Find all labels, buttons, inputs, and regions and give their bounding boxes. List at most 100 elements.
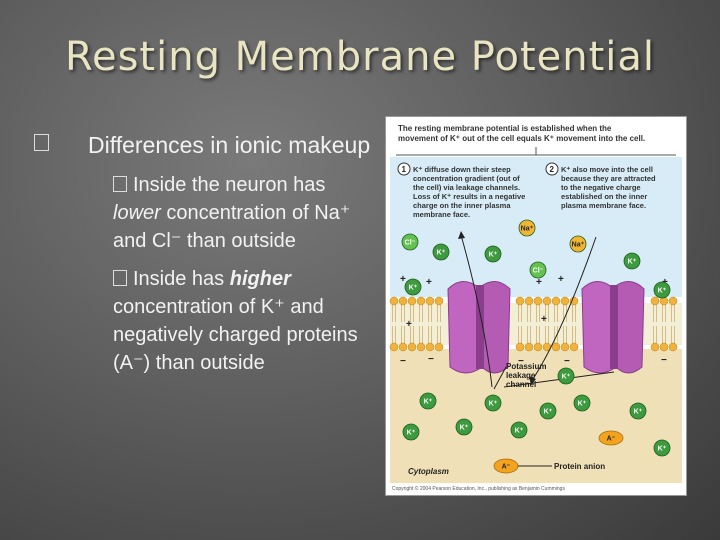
ion-label: K⁺ — [634, 409, 643, 416]
lipid-head — [398, 342, 408, 352]
ion-k: K⁺ — [404, 278, 422, 296]
ion-k: K⁺ — [653, 439, 671, 457]
ion-k: K⁺ — [557, 367, 575, 385]
ion-label: Na⁺ — [521, 226, 534, 233]
ion-k: K⁺ — [510, 421, 528, 439]
step2-number: 2 — [550, 165, 555, 174]
lipid-head — [668, 296, 678, 306]
ion-label: K⁺ — [424, 399, 433, 406]
ion-k: K⁺ — [484, 245, 502, 263]
negative-charge: − — [518, 356, 524, 367]
lipid-head — [560, 342, 570, 352]
figure-header-line1: The resting membrane potential is establ… — [398, 124, 612, 133]
ion-k: K⁺ — [419, 392, 437, 410]
ion-label: Cl⁻ — [533, 268, 544, 275]
sub-bullet-text-rest: concentration of Na⁺ and Cl⁻ than outsid… — [113, 202, 351, 252]
bullet-box-icon — [113, 176, 127, 192]
lipid-head — [515, 296, 525, 306]
lipid-head — [551, 342, 561, 352]
ion-label: K⁺ — [658, 446, 667, 453]
sub-bullet-text: Inside has — [133, 268, 230, 290]
lipid-head — [533, 342, 543, 352]
ion-markers: Cl⁻K⁺K⁺Cl⁻Na⁺Na⁺K⁺K⁺K⁺K⁺K⁺K⁺K⁺K⁺K⁺K⁺K⁺K⁺… — [401, 219, 671, 474]
step2-marker — [545, 162, 559, 176]
lipid-head — [542, 296, 552, 306]
lipid-head — [389, 296, 399, 306]
figure-header-line2: movement of K⁺ out of the cell equals K⁺… — [398, 134, 645, 143]
ion-a: A⁻ — [598, 430, 624, 446]
lipid-tail — [410, 305, 414, 343]
ion-k: K⁺ — [573, 394, 591, 412]
lipid-head — [569, 296, 579, 306]
lipid-head — [425, 342, 435, 352]
lipid-tail — [428, 305, 432, 343]
membrane-diagram: The resting membrane potential is establ… — [389, 124, 682, 492]
positive-charge: + — [558, 274, 564, 285]
step-line: plasma membrane face. — [561, 201, 646, 210]
sub-bullet-text: Inside the neuron has — [133, 174, 326, 196]
ion-label: K⁺ — [437, 250, 446, 257]
negative-charge: − — [661, 355, 667, 366]
lipid-tail — [554, 305, 558, 343]
step-line: K⁺ diffuse down their steep — [413, 165, 511, 174]
ion-label: K⁺ — [628, 259, 637, 266]
lipid-head — [560, 296, 570, 306]
potassium-channel-left — [447, 281, 511, 374]
lipid-head — [533, 296, 543, 306]
lipid-tail — [437, 305, 441, 343]
ion-k: K⁺ — [402, 423, 420, 441]
lipid-head — [389, 342, 399, 352]
lipid-head — [668, 342, 678, 352]
step-line: concentration gradient (out of — [413, 174, 520, 183]
step1-text: K⁺ diffuse down their steepconcentration… — [413, 165, 525, 219]
negative-charge: − — [400, 356, 406, 367]
ion-label: K⁺ — [489, 401, 498, 408]
positive-charge: + — [406, 319, 412, 330]
ion-cl: Cl⁻ — [529, 261, 547, 279]
lipid-tail — [572, 305, 576, 343]
ion-label: K⁺ — [407, 430, 416, 437]
lipid-tail — [662, 305, 666, 343]
lipid-tail — [518, 305, 522, 343]
ion-k: K⁺ — [539, 402, 557, 420]
lipid-tail — [392, 305, 396, 343]
sub-bullet-lower: Inside the neuron has lower concentratio… — [113, 171, 373, 255]
step-line: charge on the inner plasma — [413, 201, 511, 210]
membrane-figure: The resting membrane potential is establ… — [385, 116, 687, 496]
lipid-tail — [419, 305, 423, 343]
potassium-channel-right — [581, 281, 645, 374]
ion-label: A⁻ — [502, 464, 511, 471]
step1-number: 1 — [402, 165, 407, 174]
arrow-head-out — [458, 231, 465, 239]
channel-label-line2: leakage — [506, 371, 536, 380]
step1-marker — [397, 162, 411, 176]
arrow-head-in — [529, 376, 536, 385]
ion-k: K⁺ — [629, 402, 647, 420]
lipid-head — [524, 342, 534, 352]
lipid-head — [416, 342, 426, 352]
ion-label: K⁺ — [562, 374, 571, 381]
bullet-list: Differences in ionic makeup Inside the n… — [26, 130, 376, 377]
positive-charge: + — [536, 277, 542, 288]
ion-k: K⁺ — [653, 281, 671, 299]
lipid-head — [407, 296, 417, 306]
lipid-head — [434, 296, 444, 306]
protein-anion-label: Protein anion — [554, 462, 605, 471]
emphasis-higher: higher — [229, 268, 291, 290]
step-line: Loss of K⁺ results in a negative — [413, 192, 525, 201]
lipid-head — [551, 296, 561, 306]
lipid-tail — [653, 305, 657, 343]
lipid-tail — [545, 305, 549, 343]
ion-k: K⁺ — [623, 252, 641, 270]
ion-na: Na⁺ — [518, 219, 536, 237]
emphasis-lower: lower — [113, 202, 161, 224]
channel-label-line1: Potassium — [506, 362, 546, 371]
ion-label: Na⁺ — [572, 242, 585, 249]
lipid-head — [425, 296, 435, 306]
ion-label: K⁺ — [460, 425, 469, 432]
ion-k: K⁺ — [455, 418, 473, 436]
lipid-tail — [536, 305, 540, 343]
ion-a: A⁻ — [493, 458, 519, 474]
negative-charge: − — [564, 356, 570, 367]
